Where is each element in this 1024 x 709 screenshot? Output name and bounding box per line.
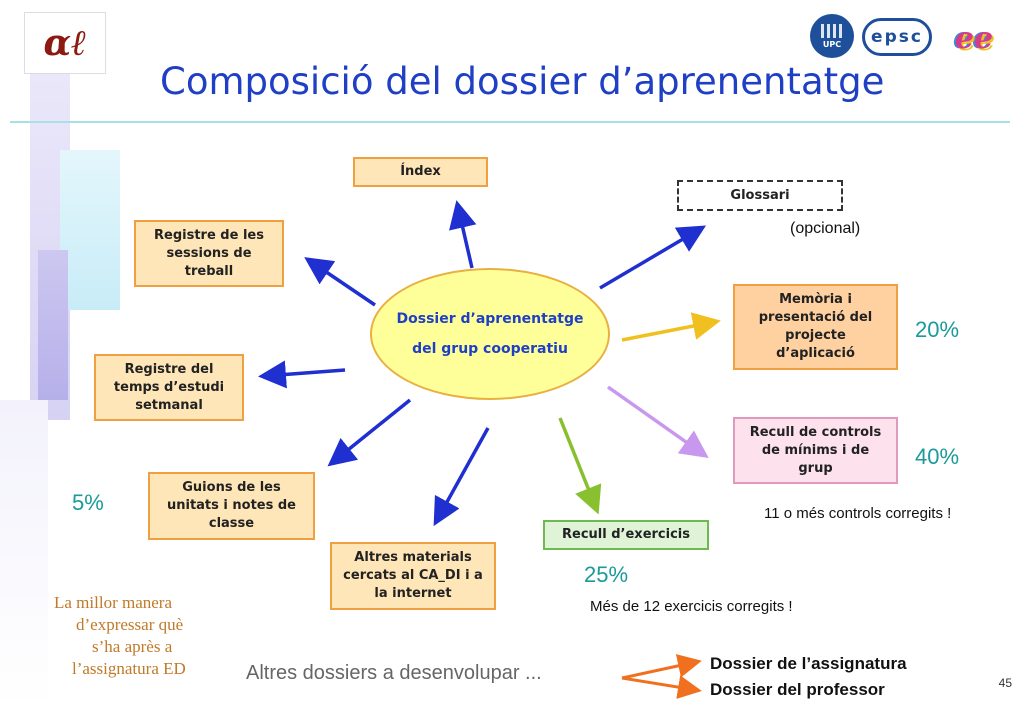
quote-line-3: s’ha après a <box>92 637 173 656</box>
arrow-to-registre-temps <box>258 360 346 389</box>
arrow-to-dossier-professor <box>621 675 702 699</box>
note-exercicis: Més de 12 exercicis corregits ! <box>590 598 793 615</box>
dossier-assignatura: Dossier de l’assignatura <box>710 654 907 673</box>
center-dossier-node: Dossier d’aprenentatge del grup cooperat… <box>370 268 610 400</box>
node-registre-temps: Registre del temps d’estudi setmanal <box>94 354 244 421</box>
percent-memoria: 20% <box>915 317 960 342</box>
node-recull-exercicis: Recull d’exercicis <box>543 520 709 550</box>
node-index: Índex <box>353 157 488 187</box>
decor-bar-purple <box>38 250 68 400</box>
center-line-2: del grup cooperatiu <box>412 341 568 357</box>
node-recull-controls: Recull de controls de mínims i de grup <box>733 417 898 484</box>
decor-bar-blue <box>60 150 120 310</box>
arrow-to-index <box>449 200 477 269</box>
note-controls: 11 o més controls corregits ! <box>764 505 952 522</box>
node-altres-materials: Altres materials cercats al CA_DI i a la… <box>330 542 496 610</box>
arrow-to-guions <box>327 398 412 467</box>
page-title: Composició del dossier d’aprenentatge <box>160 60 885 103</box>
left-logo: αℓ <box>24 12 106 74</box>
quote-line-4: l’assignatura ED <box>72 659 186 678</box>
arrow-to-altres-materials <box>433 427 490 527</box>
page-number: 45 <box>998 676 1012 690</box>
center-line-1: Dossier d’aprenentatge <box>396 311 584 327</box>
node-registre-sessions: Registre de les sessions de treball <box>134 220 284 287</box>
node-guions: Guions de les unitats i notes de classe <box>148 472 315 540</box>
node-memoria: Memòria i presentació del projecte d’apl… <box>733 284 898 370</box>
percent-exercicis: 25% <box>584 562 629 587</box>
arrow-to-recull-controls <box>606 385 709 459</box>
epsc-logo: epsc <box>862 18 932 56</box>
title-rule <box>10 121 1010 123</box>
node-glossari: Glossari <box>677 180 843 211</box>
upc-logo-grid-icon <box>821 23 843 38</box>
upc-logo: UPC <box>810 14 854 58</box>
arrow-to-registre-sessions <box>304 257 376 307</box>
quote-line-1: La millor manera <box>54 593 173 612</box>
arrow-to-dossier-assignatura <box>621 654 702 680</box>
percent-controls: 40% <box>915 444 960 469</box>
ee-logo: ee <box>954 20 994 56</box>
decor-bar-light <box>0 400 48 709</box>
percent-guions: 5% <box>72 490 104 515</box>
arrow-to-recull-exercicis <box>558 417 602 515</box>
quote-text: La millor manera d’expressar què s’ha ap… <box>40 592 230 680</box>
glossari-note: (opcional) <box>790 220 861 237</box>
arrow-to-glossari <box>599 225 707 290</box>
other-dossiers-label: Altres dossiers a desenvolupar ... <box>246 662 542 684</box>
dossier-professor: Dossier del professor <box>710 680 885 699</box>
arrow-to-memoria <box>621 312 721 342</box>
quote-line-2: d’expressar què <box>76 615 184 634</box>
